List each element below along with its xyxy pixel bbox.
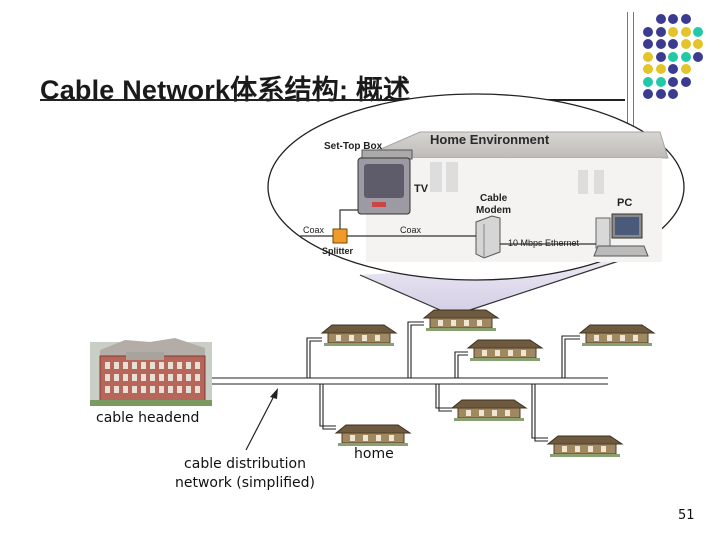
label-pc: PC (617, 197, 632, 209)
home-icon (334, 424, 412, 446)
home-icon (578, 324, 656, 346)
home-icon (450, 399, 528, 421)
pc-icon (593, 213, 649, 257)
decor-dot (668, 14, 678, 24)
decor-dot (655, 26, 666, 37)
decor-dot (680, 14, 691, 24)
decor-vertical-line (627, 12, 628, 128)
label-cable-modem-2: Modem (476, 205, 511, 216)
house-backdrop (359, 131, 669, 262)
decor-dot (643, 26, 653, 37)
decor-dot (680, 76, 691, 87)
decor-dot (668, 76, 678, 87)
label-distribution-line2: network (simplified) (174, 475, 316, 491)
label-coax-right: Coax (400, 225, 422, 235)
decor-dot (643, 76, 653, 87)
homes-group (320, 309, 656, 457)
decor-dot (643, 64, 653, 74)
decor-dot (668, 64, 678, 74)
decor-dot (668, 51, 678, 62)
decor-dot (668, 39, 678, 49)
page-number: 51 (678, 508, 695, 523)
cable-modem-icon (475, 215, 501, 259)
label-ethernet: 10 Mbps Ethernet (508, 238, 580, 248)
zoom-cone-edge (359, 274, 441, 311)
label-tv: TV (414, 183, 429, 195)
label-splitter: Splitter (322, 246, 354, 256)
decor-dot (655, 76, 666, 87)
decor-dot (680, 39, 691, 49)
decor-dot (643, 51, 653, 62)
decor-dot (655, 64, 666, 74)
decor-vertical-line (633, 12, 634, 128)
decor-dot (655, 89, 666, 99)
distribution-arrow (245, 388, 278, 451)
decor-dot (668, 26, 678, 37)
home-icon (466, 339, 544, 361)
label-cable-modem-1: Cable (480, 193, 508, 204)
decor-dot (680, 64, 691, 74)
decor-dot (643, 39, 653, 49)
home-icon (546, 435, 624, 457)
decor-dot (643, 89, 653, 99)
decor-dot (655, 14, 666, 24)
decor-dot (693, 26, 703, 37)
label-distribution-network: cable distribution network (simplified) (160, 455, 330, 493)
decor-dot (693, 39, 703, 49)
label-home-environment: Home Environment (430, 132, 550, 147)
decor-dot (655, 39, 666, 49)
title-underline (40, 99, 625, 101)
decor-dot (668, 89, 678, 99)
decor-dot (680, 51, 691, 62)
decor-dot (655, 51, 666, 62)
splitter-icon (332, 228, 348, 244)
distribution-network (210, 321, 608, 442)
label-cable-headend: cable headend (96, 410, 200, 426)
inset-wiring (300, 209, 596, 245)
decor-dot (680, 26, 691, 37)
cable-headend-building (90, 338, 212, 406)
label-home: home (354, 446, 394, 462)
zoom-cone-edge (469, 257, 629, 311)
tv-icon (357, 149, 413, 215)
label-set-top-box: Set-Top Box (324, 141, 383, 152)
home-icon (422, 309, 500, 331)
decor-dot (693, 51, 703, 62)
label-coax-left: Coax (303, 225, 325, 235)
label-distribution-line1: cable distribution (184, 456, 306, 472)
home-icon (320, 324, 398, 346)
